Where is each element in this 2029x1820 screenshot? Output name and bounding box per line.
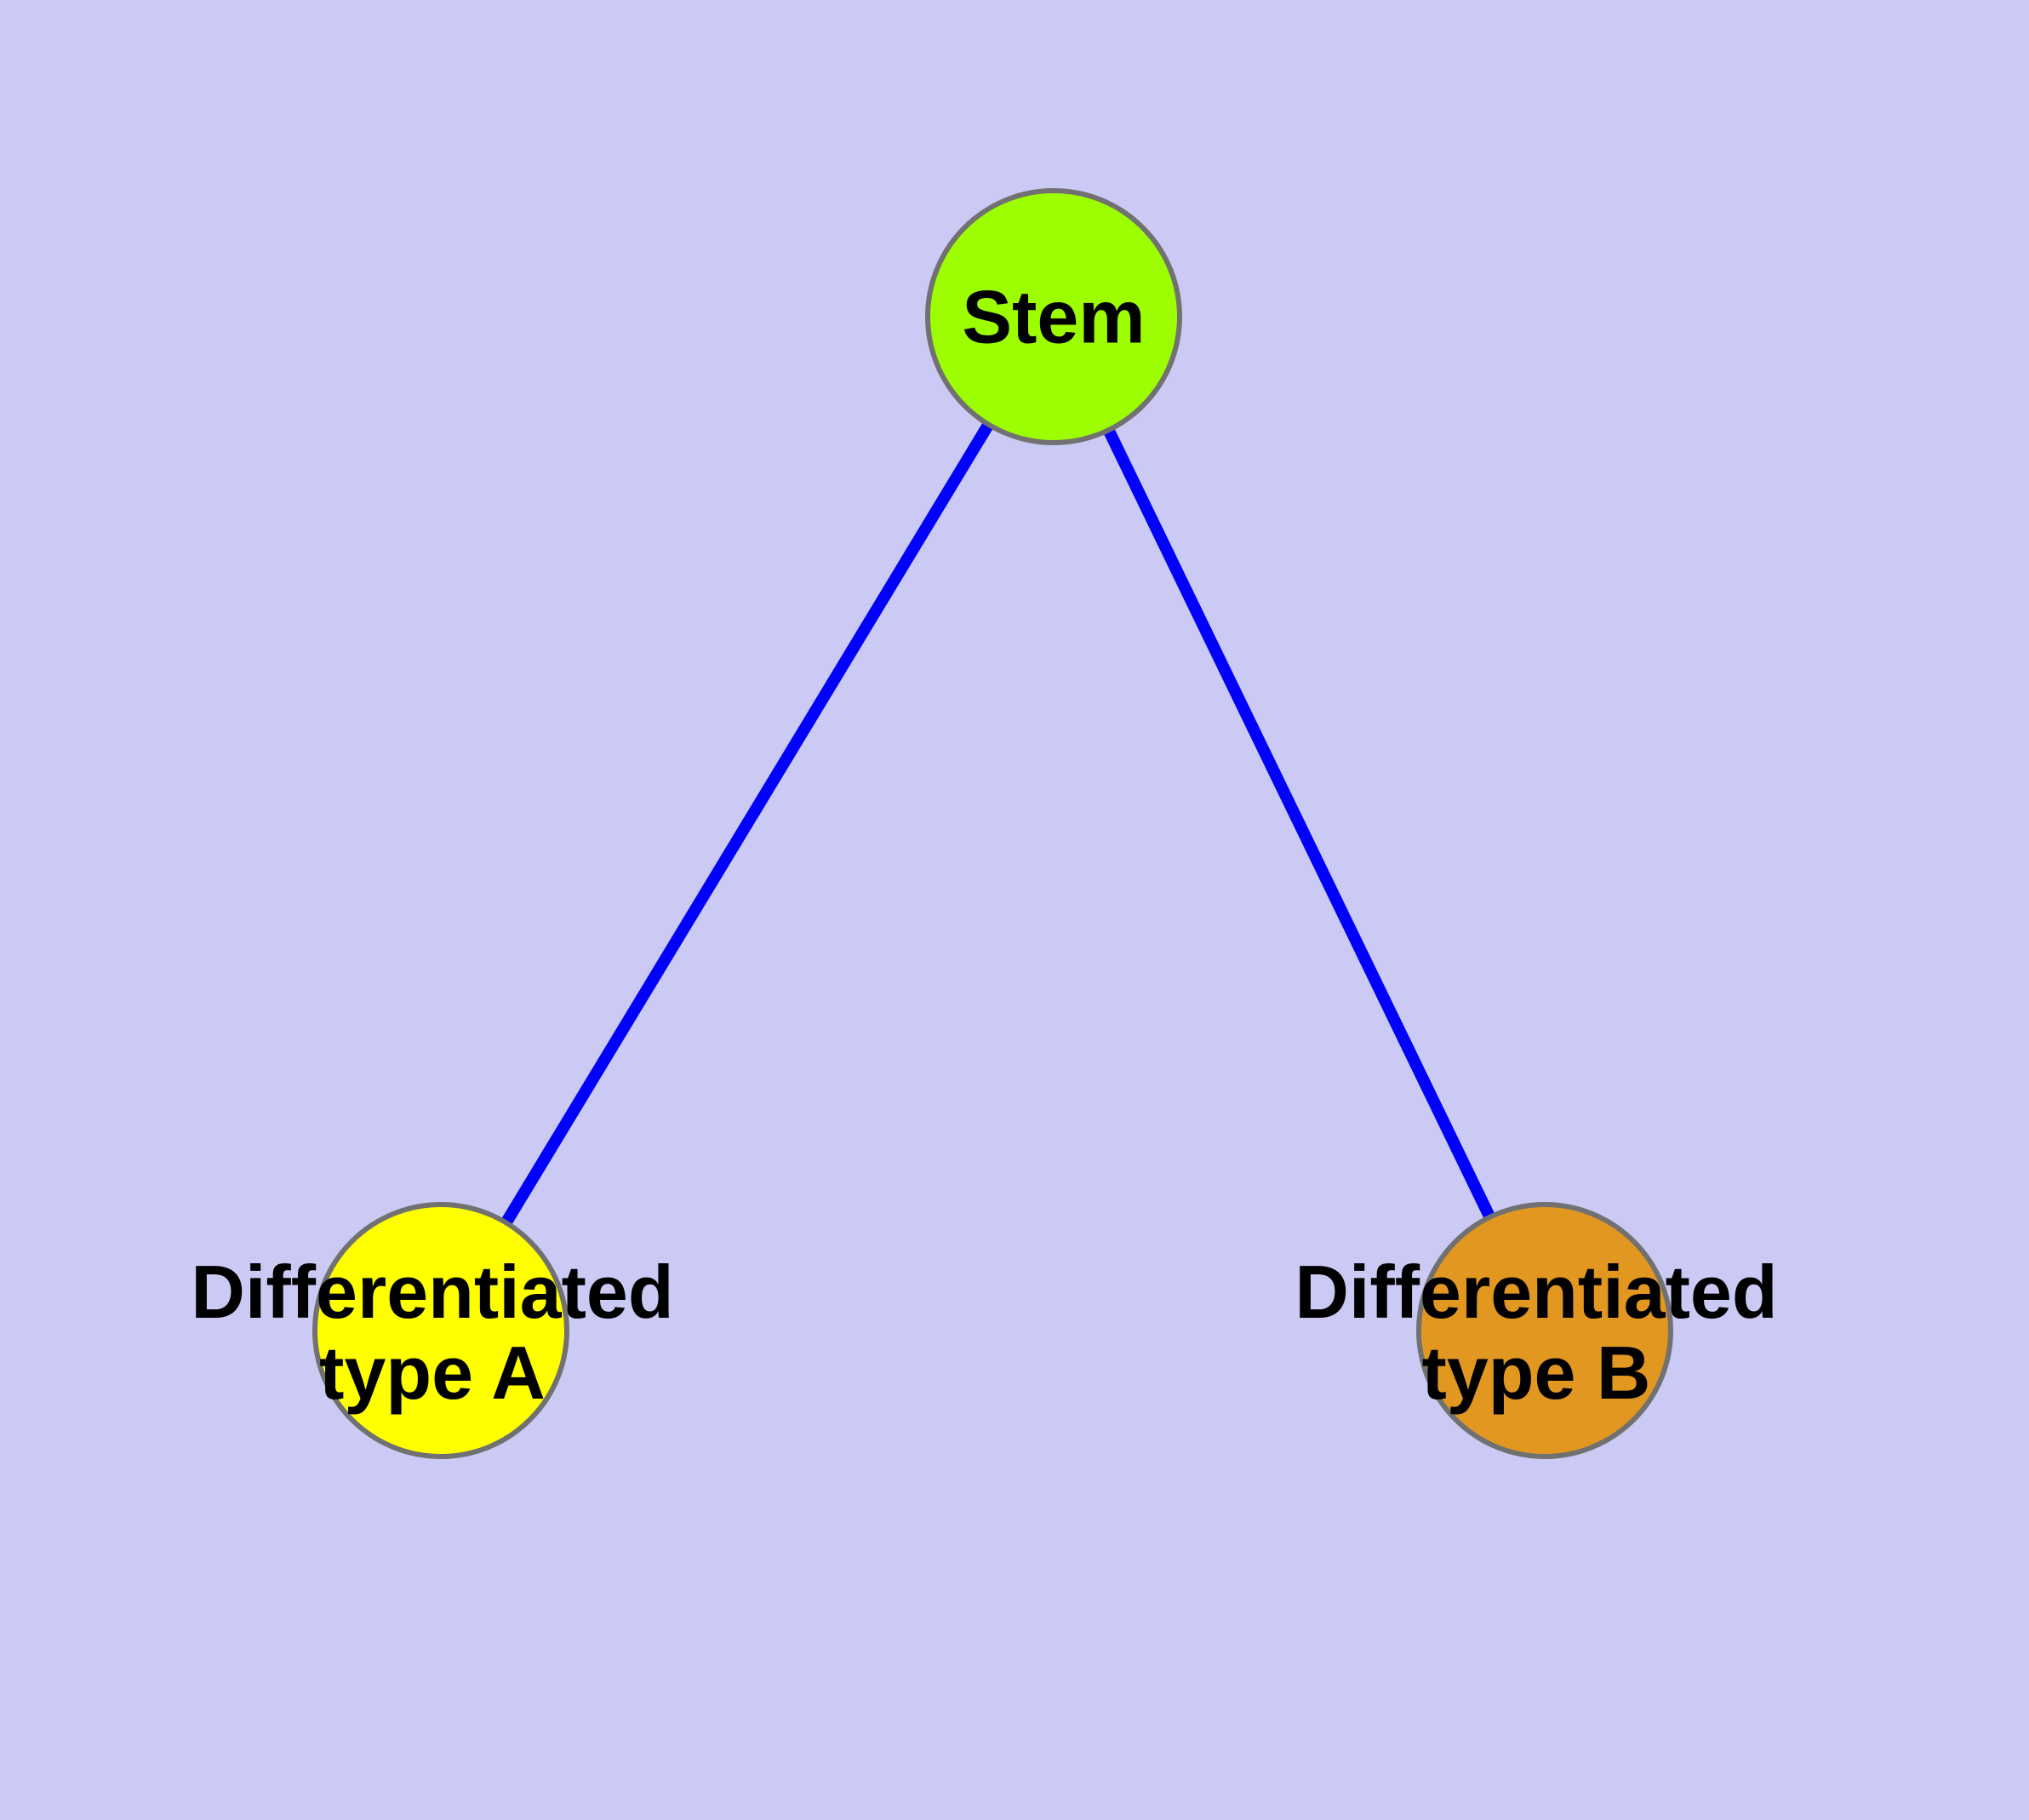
edge-stem-to-type-a — [435, 311, 1060, 1336]
node-type-a-circle — [312, 1202, 569, 1459]
node-stem-circle — [925, 188, 1182, 445]
node-type-b-circle — [1416, 1202, 1673, 1459]
edge-stem-to-type-b — [1048, 311, 1551, 1336]
